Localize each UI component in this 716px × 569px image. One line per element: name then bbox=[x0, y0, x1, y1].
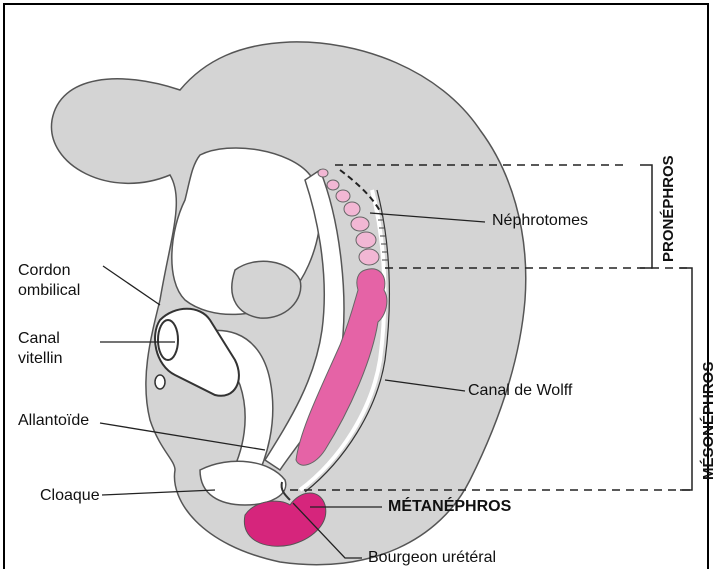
label-canal-vitellin-line2: vitellin bbox=[18, 350, 62, 368]
vitelline-duct-opening bbox=[158, 320, 178, 360]
label-cordon-line1: Cordon bbox=[18, 262, 70, 280]
label-cordon-line2: ombilical bbox=[18, 282, 80, 300]
label-allantoide: Allantoïde bbox=[18, 412, 89, 430]
label-bourgeon-ureteral: Bourgeon urétéral bbox=[368, 549, 496, 567]
label-nephrotomes: Néphrotomes bbox=[492, 212, 588, 230]
label-pronephros: PRONÉPHROS bbox=[660, 155, 677, 262]
label-canal-de-wolff: Canal de Wolff bbox=[468, 382, 572, 400]
label-cloaque: Cloaque bbox=[40, 487, 100, 505]
label-mesonephros: MÉSONÉPHROS bbox=[700, 362, 716, 480]
allantois-opening bbox=[155, 375, 165, 389]
label-canal-vitellin-line1: Canal bbox=[18, 330, 60, 348]
label-metanephros: MÉTANÉPHROS bbox=[388, 498, 511, 516]
